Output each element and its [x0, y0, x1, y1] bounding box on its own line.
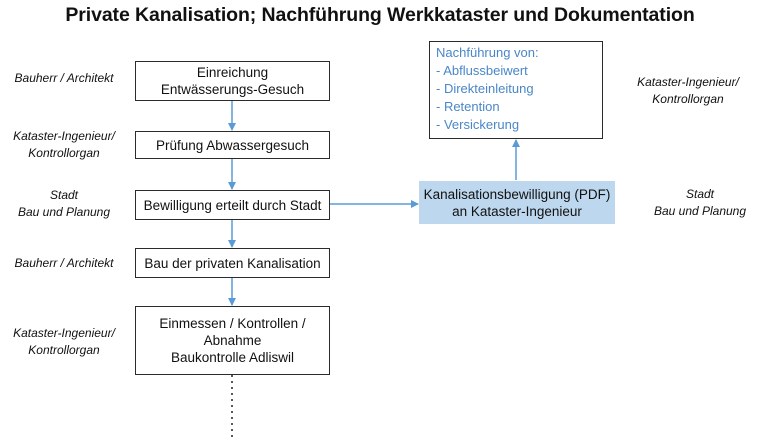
- role-label-kataster-2: Kataster-Ingenieur/ Kontrollorgan: [6, 325, 122, 359]
- step-line: Bau der privaten Kanalisation: [144, 255, 321, 271]
- step-pruefung: Prüfung Abwassergesuch: [135, 131, 330, 159]
- role-line: Kataster-Ingenieur/: [13, 129, 115, 143]
- role-line: Stadt: [49, 188, 79, 202]
- role-line: Bau und Planung: [17, 205, 111, 219]
- step-bewilligung: Bewilligung erteilt durch Stadt: [135, 190, 330, 220]
- step-line: an Kataster-Ingenieur: [452, 203, 582, 219]
- nachfuehrung-item: - Retention: [436, 99, 500, 114]
- nachfuehrung-item: - Versickerung: [436, 117, 520, 132]
- step-line: Baukontrolle Adliswil: [170, 350, 295, 365]
- role-line: Bauherr / Architekt: [14, 71, 114, 85]
- step-line: Bewilligung erteilt durch Stadt: [143, 197, 322, 213]
- role-line: Kontrollorgan: [28, 146, 100, 160]
- role-line: Bauherr / Architekt: [14, 256, 114, 270]
- role-label-bauherr-1: Bauherr / Architekt: [6, 70, 122, 87]
- role-label-stadt-right: Stadt Bau und Planung: [650, 186, 750, 220]
- nachfuehrung-heading: Nachführung von:: [436, 45, 539, 60]
- step-bau: Bau der privaten Kanalisation: [135, 248, 330, 278]
- nachfuehrung-item: - Abflussbeiwert: [436, 63, 528, 78]
- step-line: Abnahme: [203, 333, 262, 348]
- role-label-kataster-right: Kataster-Ingenieur/ Kontrollorgan: [630, 74, 746, 108]
- nachfuehrung-box: Nachführung von: - Abflussbeiwert - Dire…: [429, 41, 603, 139]
- role-line: Kontrollorgan: [28, 343, 100, 357]
- role-line: Kataster-Ingenieur/: [13, 326, 115, 340]
- step-line: Einmessen / Kontrollen /: [159, 316, 306, 331]
- role-line: Kataster-Ingenieur/: [637, 75, 739, 89]
- role-label-kataster-1: Kataster-Ingenieur/ Kontrollorgan: [6, 128, 122, 162]
- step-kanalisationsbewilligung: Kanalisationsbewilligung (PDF) an Katast…: [419, 181, 615, 224]
- step-line: Kanalisationsbewilligung (PDF): [423, 186, 611, 202]
- role-label-stadt-left: Stadt Bau und Planung: [6, 187, 122, 221]
- step-line: Prüfung Abwassergesuch: [155, 137, 310, 153]
- nachfuehrung-item: - Direkteinleitung: [436, 81, 534, 96]
- step-einmessen: Einmessen / Kontrollen / Abnahme Baukont…: [135, 306, 330, 375]
- role-line: Kontrollorgan: [652, 92, 724, 106]
- step-line: Entwässerungs-Gesuch: [160, 82, 305, 97]
- role-line: Bau und Planung: [653, 204, 747, 218]
- step-einreichung: Einreichung Entwässerungs-Gesuch: [135, 61, 330, 101]
- diagram-title: Private Kanalisation; Nachführung Werkka…: [65, 4, 695, 26]
- role-line: Stadt: [685, 187, 715, 201]
- role-label-bauherr-2: Bauherr / Architekt: [6, 255, 122, 272]
- step-line: Einreichung: [196, 65, 269, 80]
